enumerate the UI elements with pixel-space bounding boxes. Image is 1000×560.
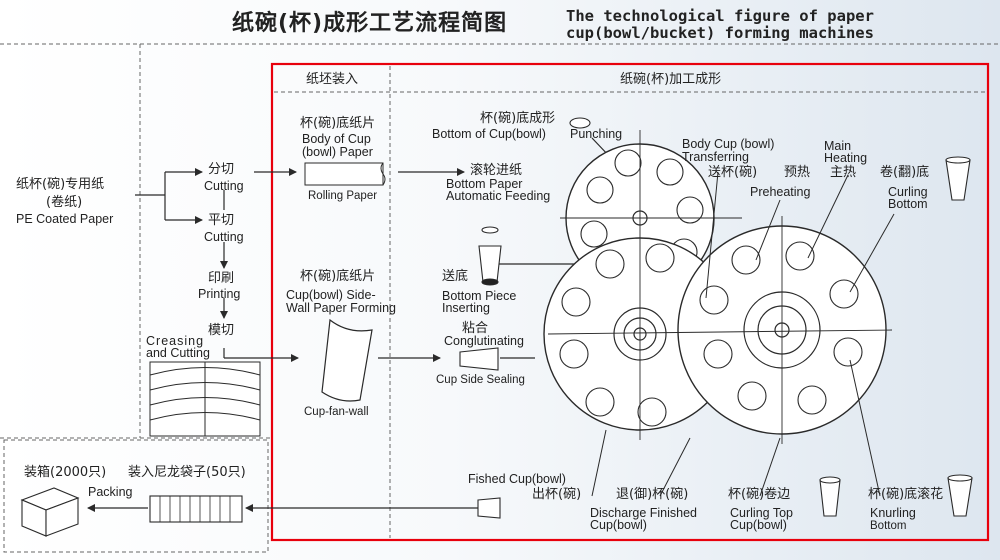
header-forming: 纸碗(杯)加工成形: [620, 72, 722, 87]
cup-fan-wall-label: Cup-fan-wall: [304, 406, 369, 418]
title-en-line2: cup(bowl/bucket) forming machines: [566, 24, 874, 42]
glue-cn: 粘合: [462, 321, 489, 336]
left-flow-lines: [135, 168, 299, 362]
side-paper-en2: Wall Paper Forming: [286, 301, 396, 315]
title-cn: 纸碗(杯)成形工艺流程简图: [232, 11, 508, 36]
packing-box-cn: 装箱(2000只): [24, 465, 107, 480]
curl-top-cn: 杯(碗)卷边: [728, 487, 791, 502]
discharge-cn: 退(御)杯(碗): [616, 487, 689, 502]
curl-top-en2: Cup(bowl): [730, 518, 787, 532]
knurl-cn: 杯(碗)底滚花: [868, 487, 944, 502]
pe-paper-cn2: (卷纸): [46, 195, 83, 210]
rolling-paper-label: Rolling Paper: [308, 190, 378, 202]
side-paper-en1: Cup(bowl) Side-: [286, 288, 376, 302]
body-paper-en1: Body of Cup: [302, 132, 371, 146]
auto-feed-cn: 滚轮进纸: [470, 163, 523, 178]
insert-cn: 送底: [442, 269, 469, 284]
punch-en1: Bottom of Cup(bowl): [432, 127, 546, 141]
knurl-en1: Knurling: [870, 506, 916, 520]
cutting1-cn: 分切: [208, 162, 235, 177]
creased-sheet-icon: [149, 361, 261, 437]
header-feeding: 纸坯装入: [306, 72, 359, 87]
preheat-cn: 预热: [784, 165, 811, 180]
preheat-en: Preheating: [750, 185, 811, 199]
transfer-en1: Body Cup (bowl): [682, 137, 775, 151]
auto-feed-en2: Automatic Feeding: [446, 189, 551, 203]
heating-en1: Main: [824, 139, 852, 153]
pe-paper-en: PE Coated Paper: [16, 212, 114, 226]
discharge-en1: Discharge Finished: [590, 506, 697, 520]
cutting2-en: Cutting: [204, 230, 244, 244]
insert-en1: Bottom Piece: [442, 289, 517, 303]
pe-paper-cn1: 纸杯(碗)专用纸: [16, 177, 105, 192]
side-paper-cn: 杯(碗)底纸片: [300, 269, 376, 284]
creasing-en1: Creasing: [146, 334, 205, 348]
cup-icons: [459, 117, 973, 519]
punch-en2: Punching: [570, 127, 623, 141]
body-paper-en2: (bowl) Paper: [302, 145, 373, 159]
axis-lines: [547, 130, 893, 444]
curl-bottom-en1: Curling: [888, 185, 928, 199]
rolling-paper-icon: [304, 162, 386, 186]
pointer-lines: [591, 171, 895, 497]
knurl-en2: Bottom: [870, 520, 907, 532]
cutting1-en: Cutting: [204, 179, 244, 193]
heating-en2: Heating: [824, 151, 868, 165]
transfer-en2: Transferring: [682, 150, 749, 164]
auto-feed-en1: Bottom Paper: [446, 177, 523, 191]
packing-bag-cn: 装入尼龙袋子(50只): [128, 465, 246, 480]
fished-cn: 出杯(碗): [532, 487, 582, 502]
seal-label: Cup Side Sealing: [436, 374, 525, 386]
glue-en: Conglutinating: [444, 334, 524, 348]
dashed-frames: [0, 43, 1000, 553]
packing-en: Packing: [88, 485, 133, 499]
title-en-line1: The technological figure of paper: [566, 7, 874, 25]
body-paper-cn: 杯(碗)底纸片: [300, 116, 376, 131]
creasing-en2: and Cutting: [146, 346, 210, 360]
cutting2-cn: 平切: [208, 213, 235, 228]
cup-fan-wall-icon: [321, 318, 373, 402]
fished-en: Fished Cup(bowl): [468, 472, 566, 486]
punch-cn: 杯(碗)底成形: [480, 111, 556, 126]
packing-icons: [20, 487, 243, 537]
curl-bottom-en2: Bottom: [888, 197, 928, 211]
insert-en2: Inserting: [442, 301, 490, 315]
curl-top-en1: Curling Top: [730, 506, 794, 520]
discharge-en2: Cup(bowl): [590, 518, 647, 532]
transfer-cn: 送杯(碗): [708, 165, 758, 180]
printing-en: Printing: [198, 287, 241, 301]
printing-cn: 印刷: [208, 271, 235, 286]
curl-bottom-cn: 卷(翻)底: [880, 165, 930, 180]
process-frame: [270, 62, 990, 542]
creasing-cn: 模切: [208, 323, 235, 338]
heating-cn: 主热: [830, 165, 857, 180]
